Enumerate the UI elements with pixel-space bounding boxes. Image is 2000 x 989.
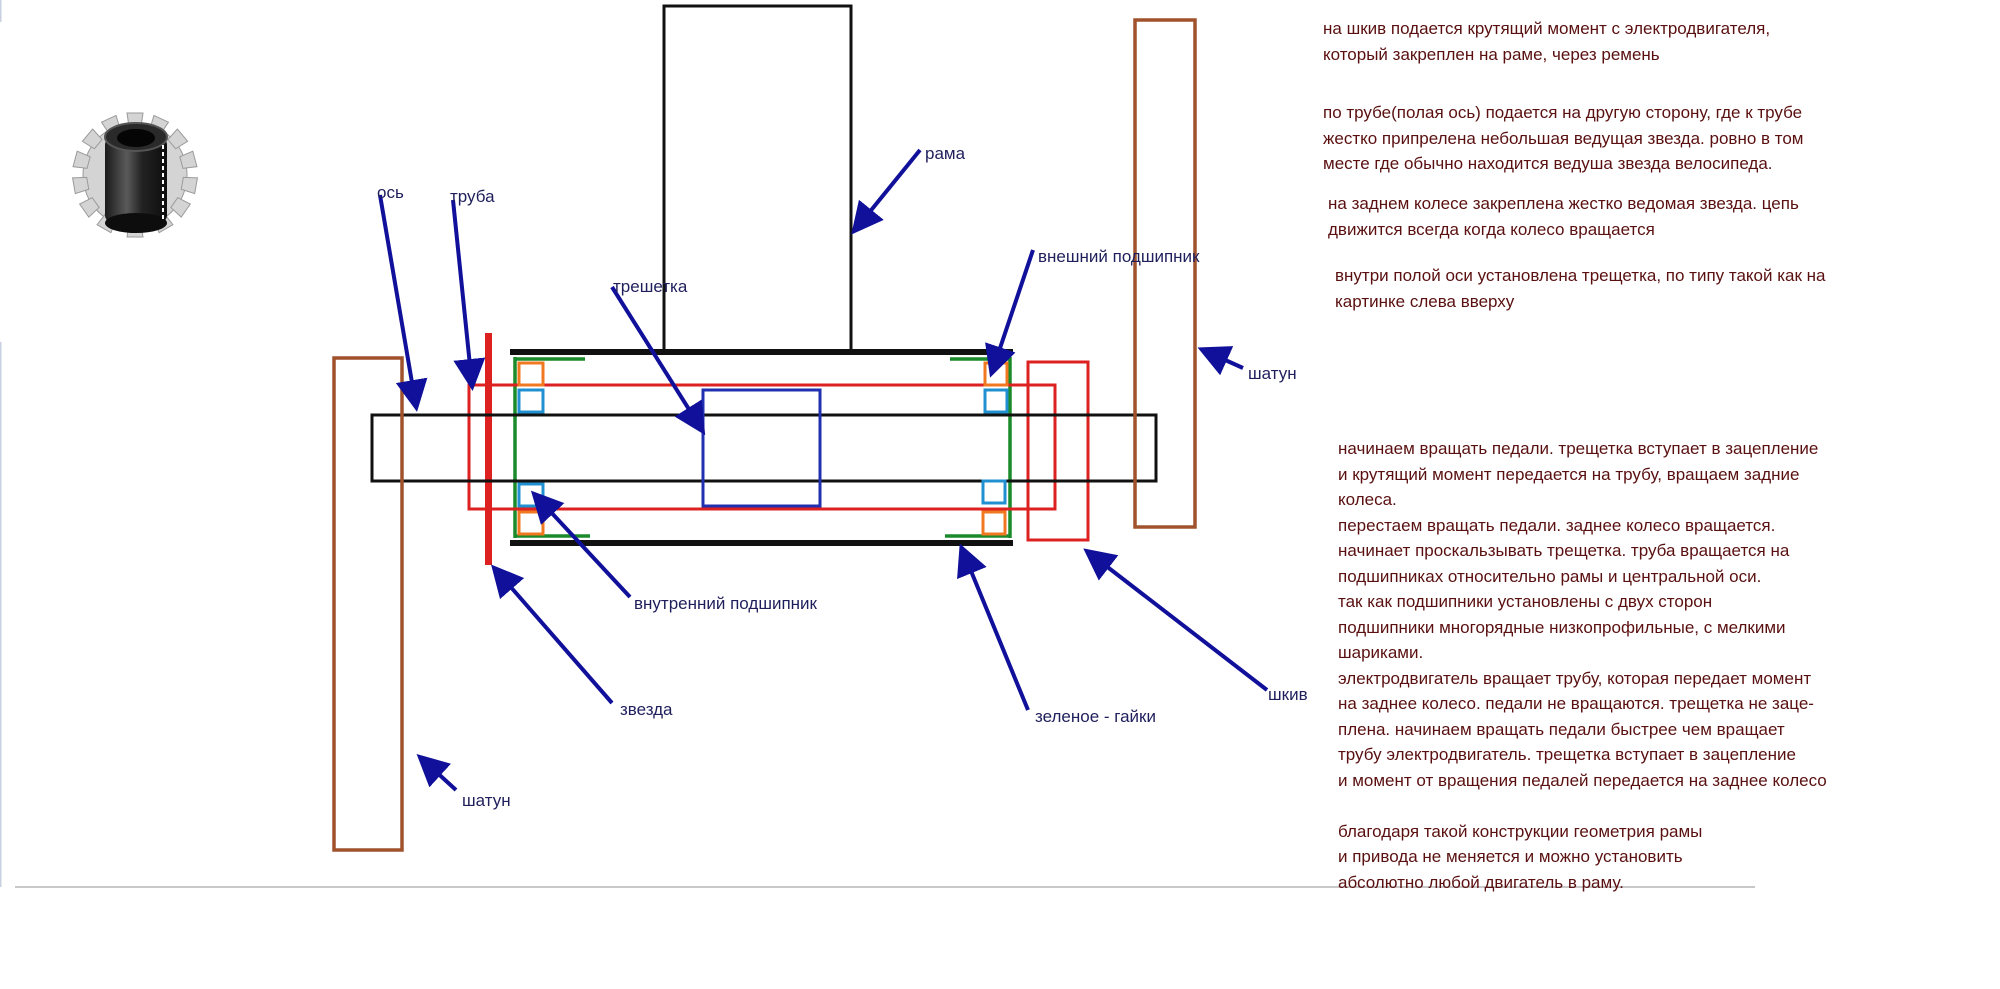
label-right-crank: шатун xyxy=(1248,364,1297,383)
label-frame: рама xyxy=(925,144,966,163)
pointer-arrows xyxy=(378,148,1269,792)
hollow-tube xyxy=(467,383,1057,511)
paragraph-pulley-torque: на шкив подается крутящий момент с элект… xyxy=(1323,19,1771,64)
central-axle xyxy=(370,413,1158,483)
paragraph-ratchet-inside: внутри полой оси установлена трещетка, п… xyxy=(1335,266,1826,311)
ratchet xyxy=(701,388,822,508)
label-pulley: шкив xyxy=(1268,685,1308,704)
left-crank xyxy=(332,356,404,852)
frame-tube xyxy=(662,4,853,353)
paragraph-tube-transfer: по трубе(полая ось) подается на другую с… xyxy=(1323,103,1804,173)
label-green-nuts: зеленое - гайки xyxy=(1035,707,1156,726)
label-left-crank: шатун xyxy=(462,791,511,810)
label-outer-bearing: внешний подшипник xyxy=(1038,247,1200,266)
right-crank xyxy=(1133,18,1197,529)
sprocket xyxy=(485,333,492,565)
freewheel-cog-photo xyxy=(0,22,340,342)
paragraph-rear-sprocket: на заднем колесе закреплена жестко ведом… xyxy=(1328,194,1799,239)
pulley xyxy=(1026,360,1090,542)
label-tube: труба xyxy=(450,187,495,206)
paragraph-operation: начинаем вращать педали. трещетка вступа… xyxy=(1338,439,1827,892)
label-sprocket: звезда xyxy=(620,700,673,719)
label-ratchet: трешетка xyxy=(613,277,688,296)
label-inner-bearing: внутренний подшипник xyxy=(634,594,818,613)
label-axle: ось xyxy=(377,183,404,202)
